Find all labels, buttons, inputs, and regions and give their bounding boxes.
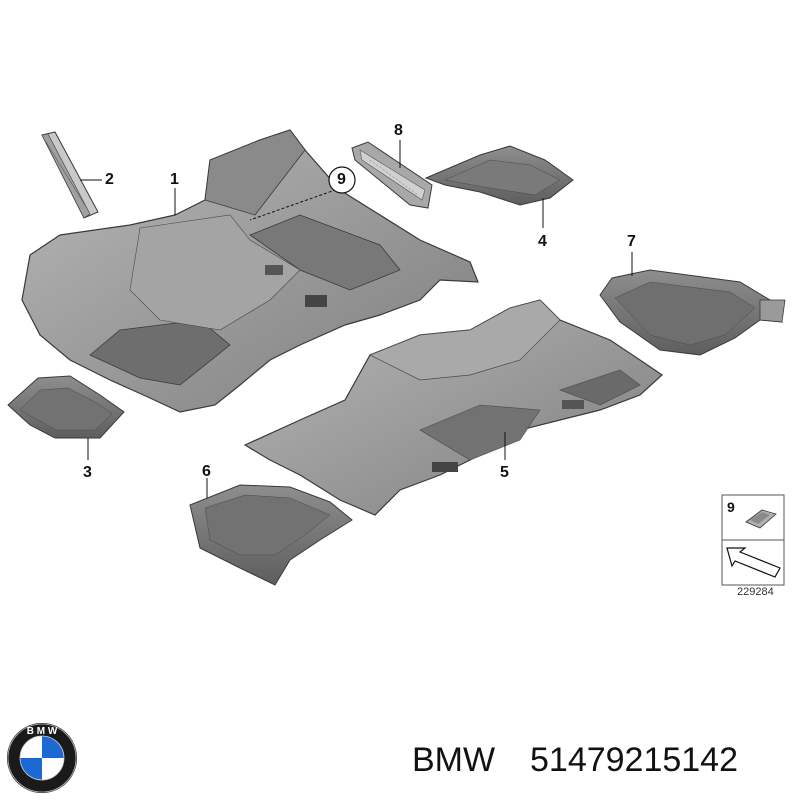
callout-9: 9 [337,171,346,188]
part-1-front-carpet [21,129,479,413]
callout-9-circle [328,166,356,194]
reference-code: 229284 [737,586,774,598]
leader-lines [80,140,633,498]
legend-item-number: 9 [727,499,735,515]
callout-2: 2 [105,171,114,188]
callout-4: 4 [538,233,547,250]
legend-box [721,494,785,586]
bmw-logo: B M W [7,723,77,793]
arrow-icon [726,547,781,578]
callout-8: 8 [394,122,403,139]
callout-1: 1 [170,171,179,188]
part-2-sill-strip [41,131,99,219]
part-3-mat [7,375,125,439]
part-7-mat [599,269,786,356]
callout-6: 6 [202,463,211,480]
callout-3: 3 [83,464,92,481]
logo-lettering: B M W [27,726,58,737]
part-number: 51479215142 [530,741,739,779]
clip-icon [745,509,777,529]
part-6-mat [189,484,353,586]
part-8-bracket [351,141,433,209]
part-4-mat [424,145,574,206]
brand-name: BMW [412,741,496,779]
callout-7: 7 [627,233,636,250]
callout-5: 5 [500,464,509,481]
part-5-rear-carpet [243,299,663,516]
